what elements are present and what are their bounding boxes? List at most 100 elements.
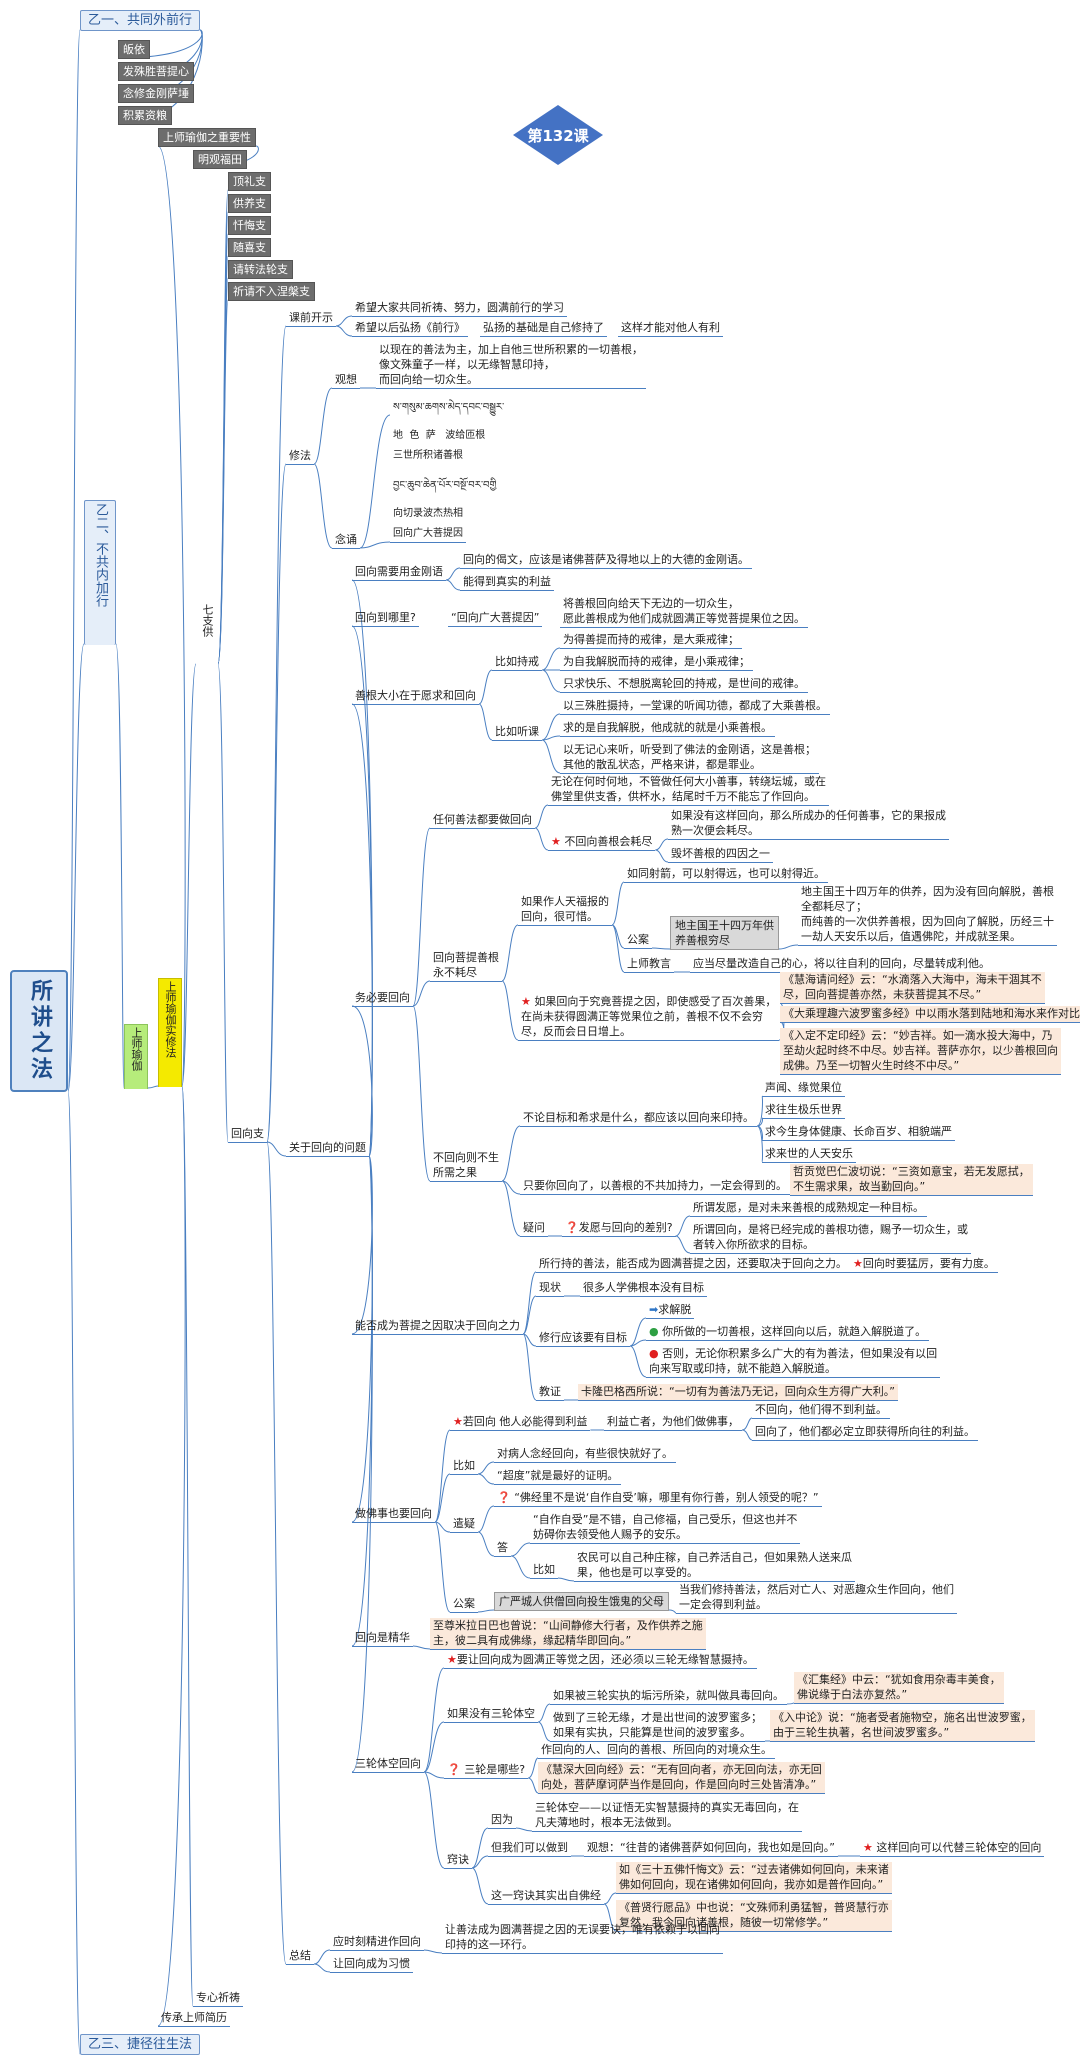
what-node[interactable]: ❓ 三轮是哪些?	[444, 1762, 529, 1779]
limb-rejoicing[interactable]: 随喜支	[228, 238, 271, 257]
if-dedicate[interactable]: ★若回向 他人必能得到利益	[450, 1414, 591, 1431]
now-1: 很多人学佛根本没有目标	[580, 1280, 707, 1297]
b1-item-vajrasattva[interactable]: 念修金刚萨埵	[118, 84, 194, 103]
connector-line	[434, 1429, 451, 1523]
field-node[interactable]: 明观福田	[193, 150, 247, 169]
three-node[interactable]: 三轮体空回向	[352, 1756, 424, 1773]
bodhi-node[interactable]: ★ 如果回向于究竟菩提之因，即使感受了百次善果， 在尚未获得圆满正等觉果位之前，…	[518, 994, 780, 1041]
b1-item-refuge[interactable]: 皈依	[118, 40, 150, 59]
doubt-1[interactable]: ❓发愿与回向的差别?	[562, 1220, 676, 1237]
seven-limb-node[interactable]: 七支供	[201, 604, 214, 637]
what-2: 《慧深大回向经》云：“无有回向者，亦无回向法，亦无回 向处，菩萨摩诃萨当作是回向…	[538, 1762, 825, 1794]
lineage-node[interactable]: 传承上师简历	[158, 2010, 230, 2027]
connector-line	[477, 1473, 495, 1485]
root-node: 所讲之法	[10, 970, 68, 1092]
pre-talk[interactable]: 课前开示	[286, 310, 336, 327]
guru-yoga-node[interactable]: 上师瑜伽	[124, 1024, 148, 1089]
case3-node[interactable]: 公案	[450, 1596, 478, 1613]
case-node[interactable]: 公案	[624, 932, 652, 949]
case3-2: 当我们修持善法，然后对亡人、对恶趣众生作回向，他们 一定会得到利益。	[676, 1582, 957, 1614]
method[interactable]: 修法	[286, 448, 314, 465]
teach-node[interactable]: 上师教言	[624, 956, 674, 973]
limb-offering[interactable]: 供养支	[228, 194, 271, 213]
proof-node[interactable]: 教证	[536, 1384, 564, 1401]
limb-confession[interactable]: 忏悔支	[228, 216, 271, 235]
connector-line	[510, 1555, 531, 1579]
vajra-speech[interactable]: 回向需要用金刚语	[352, 564, 446, 581]
connector-line	[423, 1667, 445, 1773]
where-node[interactable]: 回向到哪里?	[352, 610, 419, 627]
connector-line	[423, 1771, 445, 1869]
no-three-a: 如果被三轮实执的垢污所染，就叫做具毒回向。	[550, 1688, 787, 1705]
connector-line	[675, 1235, 691, 1254]
branch-2-title[interactable]: 乙二、不共内加行	[84, 500, 116, 645]
connector-line	[655, 849, 669, 863]
no-three[interactable]: 如果没有三轮体空	[444, 1706, 538, 1723]
connector-line	[522, 1333, 537, 1401]
keep-precepts[interactable]: 比如持戒	[492, 654, 542, 671]
doubt-node[interactable]: 疑问	[520, 1220, 548, 1237]
summary[interactable]: 总结	[286, 1948, 314, 1965]
dedication-node[interactable]: 回向支	[228, 1126, 267, 1143]
eg-node[interactable]: 比如	[450, 1458, 478, 1475]
where-1: “回向广大菩提因”	[448, 610, 543, 627]
connector-line	[266, 1141, 287, 1157]
connector-line	[522, 1333, 537, 1347]
limb-not-nirvana[interactable]: 祈请不入涅槃支	[228, 282, 315, 301]
do-good[interactable]: 做佛事也要回向	[352, 1506, 435, 1523]
connector-line	[359, 541, 391, 549]
connector-line	[541, 713, 561, 741]
connector-line	[501, 924, 519, 982]
tip-1[interactable]: 因为	[488, 1812, 516, 1829]
connector-line	[477, 1531, 495, 1557]
eg-1: 对病人念经回向，有些很快就好了。	[494, 1446, 676, 1463]
connector-line	[655, 838, 669, 851]
answer-2[interactable]: 比如	[530, 1562, 558, 1579]
about-dedication[interactable]: 关于回向的问题	[286, 1140, 369, 1157]
connector-line	[67, 1090, 81, 2055]
answer-node[interactable]: 答	[494, 1540, 511, 1557]
prayer-node[interactable]: 专心祈祷	[193, 1990, 243, 2007]
connector-line	[351, 1155, 373, 1523]
connector-line	[527, 1777, 539, 1794]
connector-line	[534, 827, 549, 851]
tip-2[interactable]: 但我们可以做到	[488, 1840, 571, 1857]
never-exhaust[interactable]: 回向菩提善根 永不耗尽	[430, 950, 502, 982]
cause-node[interactable]: 能否成为菩提之因取决于回向之力	[352, 1318, 523, 1335]
b1-item-bodhicitta[interactable]: 发殊胜菩提心	[118, 62, 194, 81]
connector-line	[541, 739, 561, 774]
must-dedicate[interactable]: 务必要回向	[352, 990, 413, 1007]
size-node[interactable]: 善根大小在于愿求和回向	[352, 688, 479, 705]
connector-line	[522, 1271, 537, 1335]
not-dedicated[interactable]: ★ 不回向善根会耗尽	[548, 834, 656, 851]
tip-3[interactable]: 这一窍诀其实出自佛经	[488, 1888, 604, 1905]
branch-3-title[interactable]: 乙三、捷径往生法	[80, 2034, 201, 2055]
summary-3: 让善法成为圆满菩提之因的无误要诀，唯有依赖于以回向 印持的这一环行。	[442, 1922, 723, 1954]
recite[interactable]: 念诵	[332, 532, 360, 549]
best-node[interactable]: 回向是精华	[352, 1630, 413, 1647]
fix-node[interactable]: 修行应该要有目标	[536, 1330, 630, 1347]
listen-class[interactable]: 比如听课	[492, 724, 542, 741]
any-virtue[interactable]: 任何善法都要做回向	[430, 812, 535, 829]
connector-line	[786, 1702, 795, 1705]
rich-node[interactable]: 如果作人天福报的 回向，很可惜。	[518, 894, 612, 926]
limb-prostration[interactable]: 顶礼支	[228, 172, 271, 191]
limb-turning-wheel[interactable]: 请转法轮支	[228, 260, 293, 279]
visualize[interactable]: 观想	[332, 372, 360, 389]
connector-line	[351, 1155, 373, 1773]
if-dedicate-label: 若回向 他人必能得到利益	[462, 1415, 588, 1428]
tip-2b-label: 这样回向可以代替三轮体空的回向	[876, 1841, 1042, 1854]
tip-node[interactable]: 窍诀	[444, 1852, 472, 1869]
branch-1-title[interactable]: 乙一、共同外前行	[80, 10, 201, 31]
question-node[interactable]: 遣疑	[450, 1516, 478, 1533]
summary-1: 应时刻精进作回向	[330, 1934, 424, 1951]
tip-2b: ★ 这样回向可以代替三轮体空的回向	[860, 1840, 1045, 1857]
goal-4: 求来世的人天安乐	[762, 1146, 856, 1163]
importance-node[interactable]: 上师瑜伽之重要性	[158, 128, 256, 147]
connector-line	[412, 980, 431, 1007]
no-goal[interactable]: 不回向则不生 所需之果	[430, 1150, 502, 1182]
b1-item-accumulation[interactable]: 积累资粮	[118, 106, 172, 125]
guru-yoga-practice-node[interactable]: 上师瑜伽实修法	[158, 978, 182, 1087]
connector-line	[541, 647, 561, 671]
now-node[interactable]: 现状	[536, 1280, 564, 1297]
